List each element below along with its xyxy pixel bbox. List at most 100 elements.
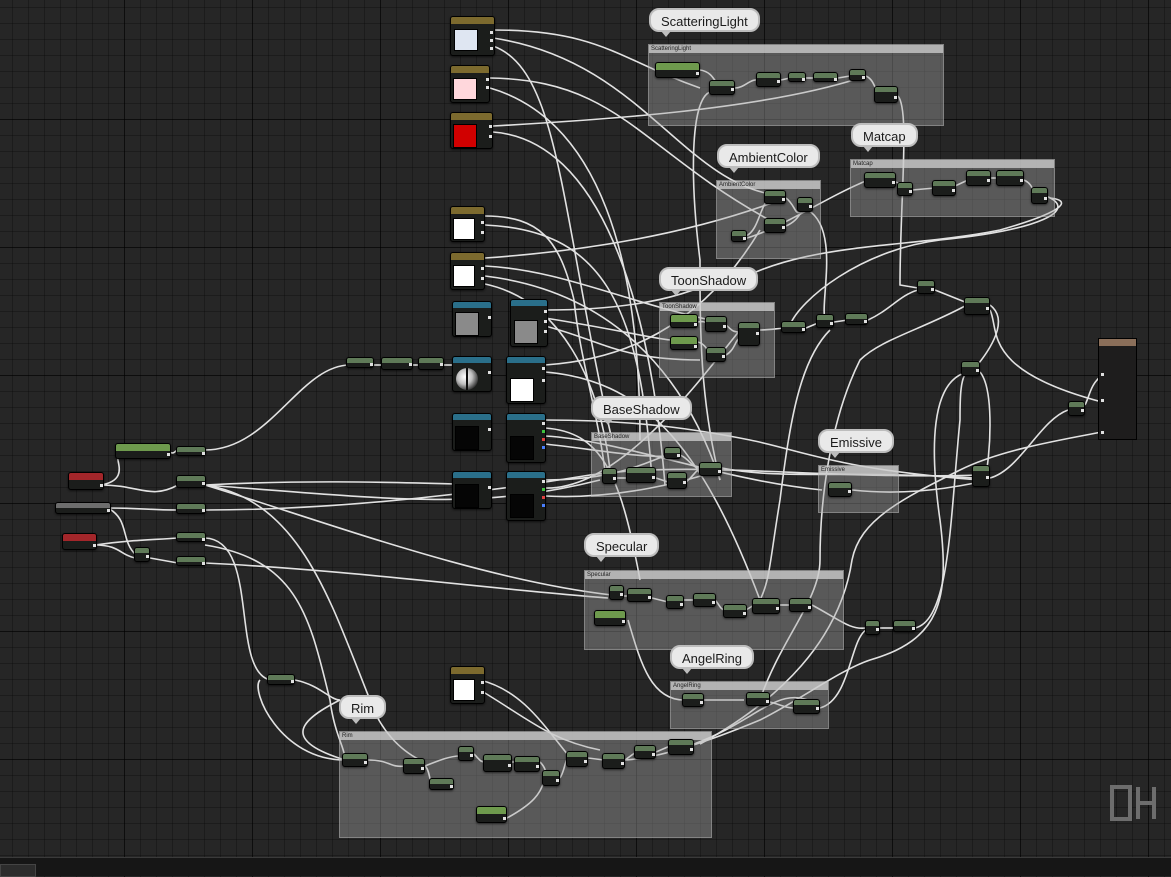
math-node[interactable] [788, 72, 806, 82]
math-node[interactable] [706, 347, 726, 362]
math-node[interactable] [828, 482, 852, 497]
comment-bubble-rim[interactable]: Rim [339, 695, 387, 724]
texture-object-node[interactable] [452, 471, 492, 509]
math-node[interactable] [864, 172, 896, 188]
math-node[interactable] [996, 170, 1024, 186]
math-node[interactable] [602, 468, 617, 484]
math-node[interactable] [764, 190, 786, 204]
scalar-parameter-node[interactable] [476, 806, 507, 823]
math-node[interactable] [893, 620, 916, 632]
math-node[interactable] [602, 753, 625, 769]
texture-object-node[interactable] [452, 301, 492, 337]
texture-object-node[interactable] [452, 413, 492, 451]
vector-parameter-node[interactable] [450, 65, 490, 103]
math-node[interactable] [709, 80, 735, 95]
math-node[interactable] [381, 357, 413, 370]
comment-box-scattering-light[interactable]: ScatteringLight [648, 44, 944, 126]
texture-sample-node[interactable] [506, 356, 546, 404]
math-node[interactable] [267, 674, 295, 685]
texture-sample-node[interactable] [510, 299, 548, 347]
math-node[interactable] [705, 316, 727, 332]
math-node[interactable] [789, 598, 812, 612]
comment-bubble-ambient-color[interactable]: AmbientColor [717, 144, 820, 173]
math-node[interactable] [668, 739, 694, 755]
math-node[interactable] [627, 588, 652, 602]
math-node[interactable] [176, 446, 206, 456]
math-node[interactable] [176, 532, 206, 542]
texture-sample-node[interactable] [506, 413, 546, 463]
math-node[interactable] [542, 770, 560, 786]
math-node[interactable] [964, 297, 990, 315]
comment-bubble-toon-shadow[interactable]: ToonShadow [659, 267, 759, 296]
math-node[interactable] [418, 357, 444, 370]
math-node[interactable] [667, 472, 687, 489]
math-node[interactable] [176, 556, 206, 566]
math-node[interactable] [917, 280, 935, 294]
scalar-parameter-node[interactable] [115, 443, 171, 459]
light-vector-node[interactable] [55, 502, 111, 514]
math-node[interactable] [813, 72, 838, 82]
comment-bubble-scattering-light[interactable]: ScatteringLight [649, 8, 760, 37]
math-node[interactable] [346, 357, 374, 368]
math-node[interactable] [972, 465, 990, 487]
math-node[interactable] [752, 598, 780, 614]
math-node[interactable] [756, 72, 781, 87]
scalar-parameter-node[interactable] [594, 610, 626, 626]
scalar-parameter-node[interactable] [655, 62, 700, 78]
material-result-node[interactable] [1098, 338, 1137, 440]
math-node[interactable] [793, 699, 820, 714]
texture-object-node[interactable] [452, 356, 492, 392]
math-node[interactable] [693, 593, 716, 607]
math-node[interactable] [666, 595, 684, 609]
math-node[interactable] [932, 180, 956, 196]
math-node[interactable] [626, 467, 656, 483]
math-node[interactable] [781, 321, 806, 333]
math-node[interactable] [682, 693, 704, 707]
scalar-parameter-node[interactable] [670, 336, 698, 350]
math-node[interactable] [897, 182, 913, 196]
vector-parameter-node[interactable] [450, 666, 485, 704]
math-node[interactable] [816, 314, 834, 328]
math-node[interactable] [731, 230, 747, 242]
math-node[interactable] [429, 778, 454, 790]
comment-box-specular[interactable]: Specular [584, 570, 844, 650]
comment-bubble-specular[interactable]: Specular [584, 533, 660, 562]
comment-bubble-angel-ring[interactable]: AngelRing [670, 645, 754, 674]
math-node[interactable] [609, 585, 624, 600]
math-node[interactable] [966, 170, 991, 186]
math-node[interactable] [634, 745, 656, 759]
math-node[interactable] [458, 746, 474, 761]
math-node[interactable] [342, 753, 368, 767]
math-node[interactable] [746, 692, 770, 706]
math-node[interactable] [483, 754, 512, 772]
math-node[interactable] [723, 604, 747, 618]
math-node[interactable] [514, 756, 540, 772]
math-node[interactable] [797, 197, 813, 212]
texture-parameter-node[interactable] [68, 472, 104, 490]
bottom-tab[interactable] [0, 864, 36, 877]
math-node[interactable] [566, 751, 588, 767]
math-node[interactable] [845, 313, 868, 325]
math-node[interactable] [134, 547, 150, 562]
scalar-parameter-node[interactable] [670, 314, 698, 328]
math-node[interactable] [664, 447, 681, 459]
math-node[interactable] [1031, 187, 1048, 204]
comment-bubble-emissive[interactable]: Emissive [818, 429, 895, 458]
texture-sample-node[interactable] [506, 471, 546, 521]
vector-parameter-node[interactable] [450, 16, 495, 56]
vector-parameter-node[interactable] [450, 252, 485, 290]
comment-box-rim[interactable]: Rim [339, 731, 712, 838]
comment-bubble-matcap[interactable]: Matcap [851, 123, 918, 152]
math-node[interactable] [176, 475, 206, 488]
math-node[interactable] [961, 361, 980, 376]
math-node[interactable] [849, 69, 866, 81]
vector-parameter-node[interactable] [450, 112, 493, 149]
math-node[interactable] [1068, 401, 1085, 416]
math-node[interactable] [865, 620, 880, 635]
math-node[interactable] [699, 462, 722, 476]
vector-parameter-node[interactable] [450, 206, 485, 242]
math-node[interactable] [738, 322, 760, 346]
comment-bubble-base-shadow[interactable]: BaseShadow [591, 396, 692, 425]
math-node[interactable] [176, 503, 206, 514]
math-node[interactable] [403, 758, 425, 774]
